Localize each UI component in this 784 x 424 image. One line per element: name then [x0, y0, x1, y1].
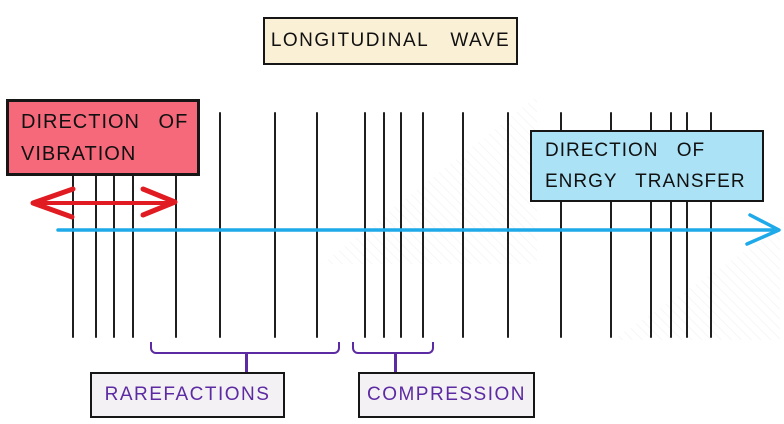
wave-line	[610, 112, 612, 338]
wave-line	[400, 112, 402, 338]
wave-line	[560, 112, 562, 338]
wave-line	[72, 112, 74, 338]
wave-line	[670, 112, 672, 338]
wave-line	[422, 112, 424, 338]
rarefactions-box: RAREFACTIONS	[90, 372, 285, 418]
rarefactions-label: RAREFACTIONS	[104, 384, 271, 405]
wave-line	[650, 112, 652, 338]
wave-line	[364, 112, 366, 338]
title-box: LONGITUDINAL WAVE	[263, 17, 518, 65]
energy-line1: DIRECTION OF	[545, 140, 706, 161]
wave-line	[219, 112, 221, 338]
watermark-hatch	[612, 228, 780, 340]
wave-line	[686, 112, 688, 338]
wave-line	[462, 112, 464, 338]
wave-line	[175, 112, 177, 338]
direction-of-energy-transfer-box: DIRECTION OF ENRGY TRANSFER	[530, 130, 764, 202]
wave-line	[316, 112, 318, 338]
title-label: LONGITUDINAL WAVE	[270, 30, 511, 51]
vibration-line2: VIBRATION	[21, 142, 137, 165]
vibration-line1: DIRECTION OF	[21, 110, 189, 133]
wave-line	[710, 112, 712, 338]
compression-label: COMPRESSION	[366, 384, 527, 405]
wave-line	[383, 112, 385, 338]
wave-line	[113, 112, 115, 338]
energy-line2: ENRGY TRANSFER	[545, 171, 746, 192]
direction-of-vibration-box: DIRECTION OF VIBRATION	[6, 99, 200, 176]
wave-line	[95, 112, 97, 338]
rarefactions-brace-stem	[245, 353, 248, 373]
wave-line	[274, 112, 276, 338]
watermark-hatch	[322, 96, 537, 264]
wave-line	[507, 112, 509, 338]
compression-brace	[352, 342, 434, 354]
compression-box: COMPRESSION	[358, 372, 535, 418]
compression-brace-stem	[394, 353, 397, 373]
vibration-direction-arrow	[30, 186, 178, 220]
wave-line	[132, 112, 134, 338]
